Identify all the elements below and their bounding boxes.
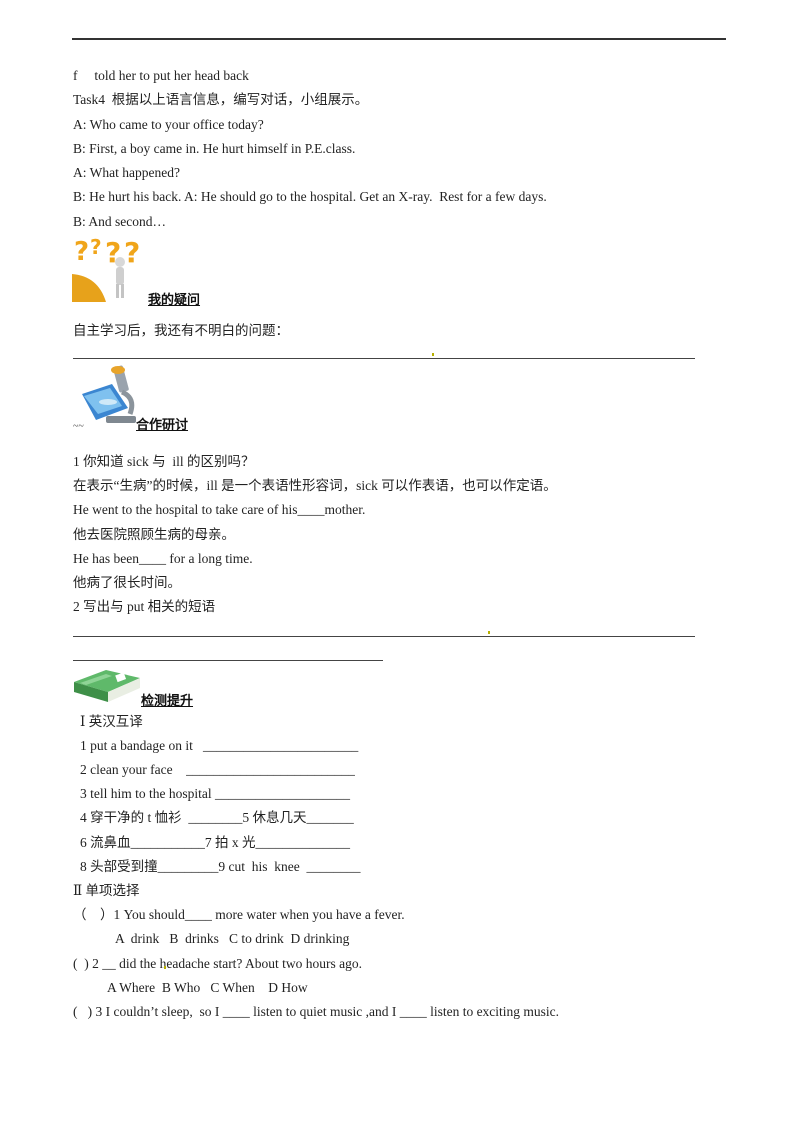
translation-item: 3 tell him to the hospital _____________… — [80, 786, 350, 801]
svg-text:?: ? — [90, 235, 102, 259]
discussion-question-1: 1 你知道 sick 与 ill 的区别吗？ — [73, 454, 255, 469]
section-title-questions: 我的疑问 — [148, 293, 201, 308]
discussion-explanation: 在表示“生病”的时候，ill 是一个表语性形容词，sick 可以作表语，也可以作… — [73, 478, 557, 493]
choice-question-1: （ ）1 You should____ more water when you … — [73, 907, 405, 922]
part1-title: Ⅰ 英汉互译 — [80, 714, 143, 729]
choice-options-1: A drink B drinks C to drink D drinking — [115, 931, 350, 946]
marker-dot — [488, 631, 490, 634]
choice-question-2: ( ) 2 __ did the headache start? About t… — [73, 956, 363, 971]
example-translation: 他去医院照顾生病的母亲。 — [73, 527, 235, 542]
dialogue-line: B: And second… — [73, 214, 166, 229]
svg-text:?: ? — [74, 237, 89, 267]
dialogue-line: A: What happened? — [73, 165, 180, 180]
dialogue-line: A: Who came to your office today? — [73, 117, 264, 132]
marker-dot — [432, 353, 434, 356]
dialogue-line: B: He hurt his back. A: He should go to … — [73, 189, 547, 204]
translation-item: 4 穿干净的 t 恤衫 ________5 休息几天_______ — [80, 810, 354, 825]
choice-question-3: ( ) 3 I couldn’t sleep, so I ____ listen… — [73, 1004, 560, 1019]
marker-dot — [164, 966, 166, 969]
translation-item: 2 clean your face ______________________… — [80, 762, 355, 777]
answer-blank-line — [73, 660, 383, 661]
example-translation: 他病了很长时间。 — [73, 575, 181, 590]
questions-prompt: 自主学习后，我还有不明白的问题： — [73, 323, 289, 338]
translation-item: 8 头部受到撞_________9 cut his knee ________ — [80, 859, 361, 874]
example-sentence: He went to the hospital to take care of … — [73, 502, 366, 517]
part2-title: Ⅱ 单项选择 — [73, 883, 140, 898]
example-sentence: He has been____ for a long time. — [73, 551, 253, 566]
book-icon — [72, 664, 142, 704]
top-rule — [72, 38, 726, 40]
translation-item: 1 put a bandage on it __________________… — [80, 738, 359, 753]
answer-blank-line — [73, 636, 695, 637]
discussion-question-2: 2 写出与 put 相关的短语 — [73, 599, 216, 614]
task4-heading: Task4 根据以上语言信息，编写对话，小组展示。 — [73, 92, 369, 107]
dialogue-line: B: First, a boy came in. He hurt himself… — [73, 141, 356, 156]
option-f-line: f told her to put her head back — [73, 68, 249, 83]
answer-blank-line — [73, 358, 695, 359]
choice-options-2: A Where B Who C When D How — [107, 980, 308, 995]
translation-item: 6 流鼻血___________7 拍 x 光______________ — [80, 835, 350, 850]
microscope-icon — [78, 364, 142, 426]
section-title-discussion: 合作研讨 — [136, 418, 189, 433]
tilde-mark: ~~ — [73, 421, 84, 432]
svg-text:?: ? — [124, 236, 140, 269]
question-marks-icon: ? ? ? ? — [72, 232, 144, 302]
section-title-test: 检测提升 — [141, 694, 194, 709]
